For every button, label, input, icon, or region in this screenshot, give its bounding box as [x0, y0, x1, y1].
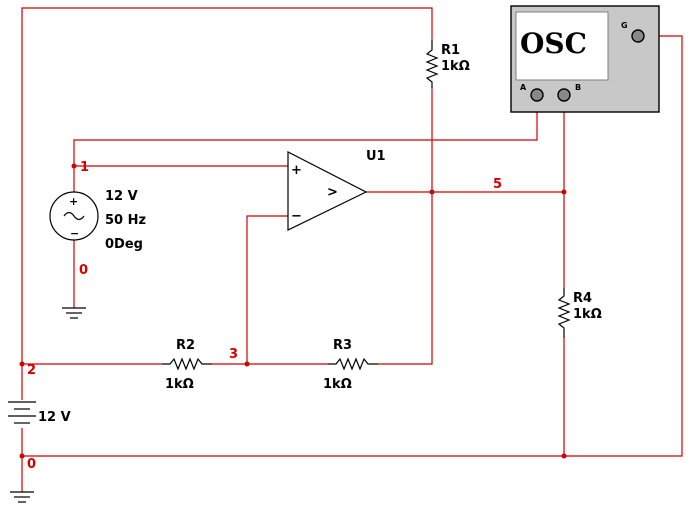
oscilloscope-channel-a-terminal[interactable] — [530, 88, 544, 102]
dc-battery[interactable]: 12 V — [8, 401, 71, 425]
junctions — [19, 163, 567, 459]
junction-node0-left — [19, 453, 25, 459]
ac-source-voltage: 12 V — [105, 189, 138, 204]
ac-source-plus: + — [69, 195, 78, 208]
oscilloscope-title: OSC — [520, 27, 587, 60]
resistor-r1-name: R1 — [441, 43, 460, 58]
ac-source-frequency: 50 Hz — [105, 213, 146, 228]
resistor-r4-name: R4 — [573, 291, 592, 306]
node-label-3: 3 — [229, 347, 238, 362]
resistor-r2-name: R2 — [176, 338, 195, 353]
ac-source[interactable]: + − 12 V 50 Hz 0Deg — [49, 189, 146, 252]
resistor-r1-value: 1kΩ — [441, 59, 470, 74]
wires — [21, 7, 683, 492]
ac-source-minus: − — [70, 227, 79, 240]
resistor-r3-zigzag — [328, 357, 378, 371]
ground-symbol-battery — [10, 491, 34, 503]
ac-sine-icon — [63, 211, 85, 221]
resistor-r2-zigzag — [162, 357, 212, 371]
node-label-0-top: 0 — [79, 263, 88, 278]
oscilloscope-ground-label: G — [621, 21, 628, 30]
node-label-5: 5 — [493, 177, 502, 192]
wire-ground-rail — [22, 35, 683, 457]
ac-source-circle — [49, 191, 99, 241]
resistor-r3-name: R3 — [333, 338, 352, 353]
resistor-r4[interactable]: R4 1kΩ — [557, 288, 602, 338]
wire-r1-to-output — [378, 88, 433, 365]
resistor-r2-value: 1kΩ — [165, 377, 194, 392]
wire-node3-minus — [246, 215, 288, 364]
resistor-r1-zigzag — [425, 40, 439, 88]
ground-symbol-ac — [62, 307, 86, 319]
opamp-plus-symbol: + — [291, 163, 302, 178]
node-labels: 1 0 2 3 5 0 — [27, 160, 502, 472]
junction-node5-left — [429, 189, 435, 195]
junction-node0-right — [561, 453, 567, 459]
opamp-triangle — [287, 151, 368, 231]
oscilloscope-channel-b-label: B — [575, 83, 581, 92]
junction-node3 — [244, 361, 250, 367]
oscilloscope-screen — [515, 11, 609, 81]
node-label-0-bottom: 0 — [27, 457, 36, 472]
junction-node2 — [19, 361, 25, 367]
oscilloscope[interactable]: OSC A B G — [510, 5, 660, 113]
battery-voltage: 12 V — [38, 410, 71, 425]
opamp-u1[interactable]: U1 + − > — [287, 149, 386, 231]
resistor-r1[interactable]: R1 1kΩ — [425, 40, 470, 88]
opamp-minus-symbol: − — [291, 209, 302, 224]
resistor-r3-value: 1kΩ — [323, 377, 352, 392]
node-label-1: 1 — [80, 160, 89, 175]
opamp-arrow-symbol: > — [327, 185, 338, 200]
oscilloscope-ground-terminal[interactable] — [631, 29, 645, 43]
resistor-r4-value: 1kΩ — [573, 307, 602, 322]
junction-node1 — [71, 163, 77, 169]
oscilloscope-channel-b-terminal[interactable] — [557, 88, 571, 102]
wire-osca-node1 — [73, 100, 538, 168]
node-label-2: 2 — [27, 363, 36, 378]
resistor-r2[interactable]: R2 1kΩ — [162, 338, 212, 392]
resistor-r3[interactable]: R3 1kΩ — [323, 338, 378, 392]
ac-source-phase: 0Deg — [105, 237, 143, 252]
junction-node5-right — [561, 189, 567, 195]
wire-top-loop — [21, 7, 433, 360]
oscilloscope-channel-a-label: A — [520, 83, 527, 92]
opamp-designator: U1 — [366, 149, 386, 164]
resistor-r4-zigzag — [557, 288, 571, 338]
